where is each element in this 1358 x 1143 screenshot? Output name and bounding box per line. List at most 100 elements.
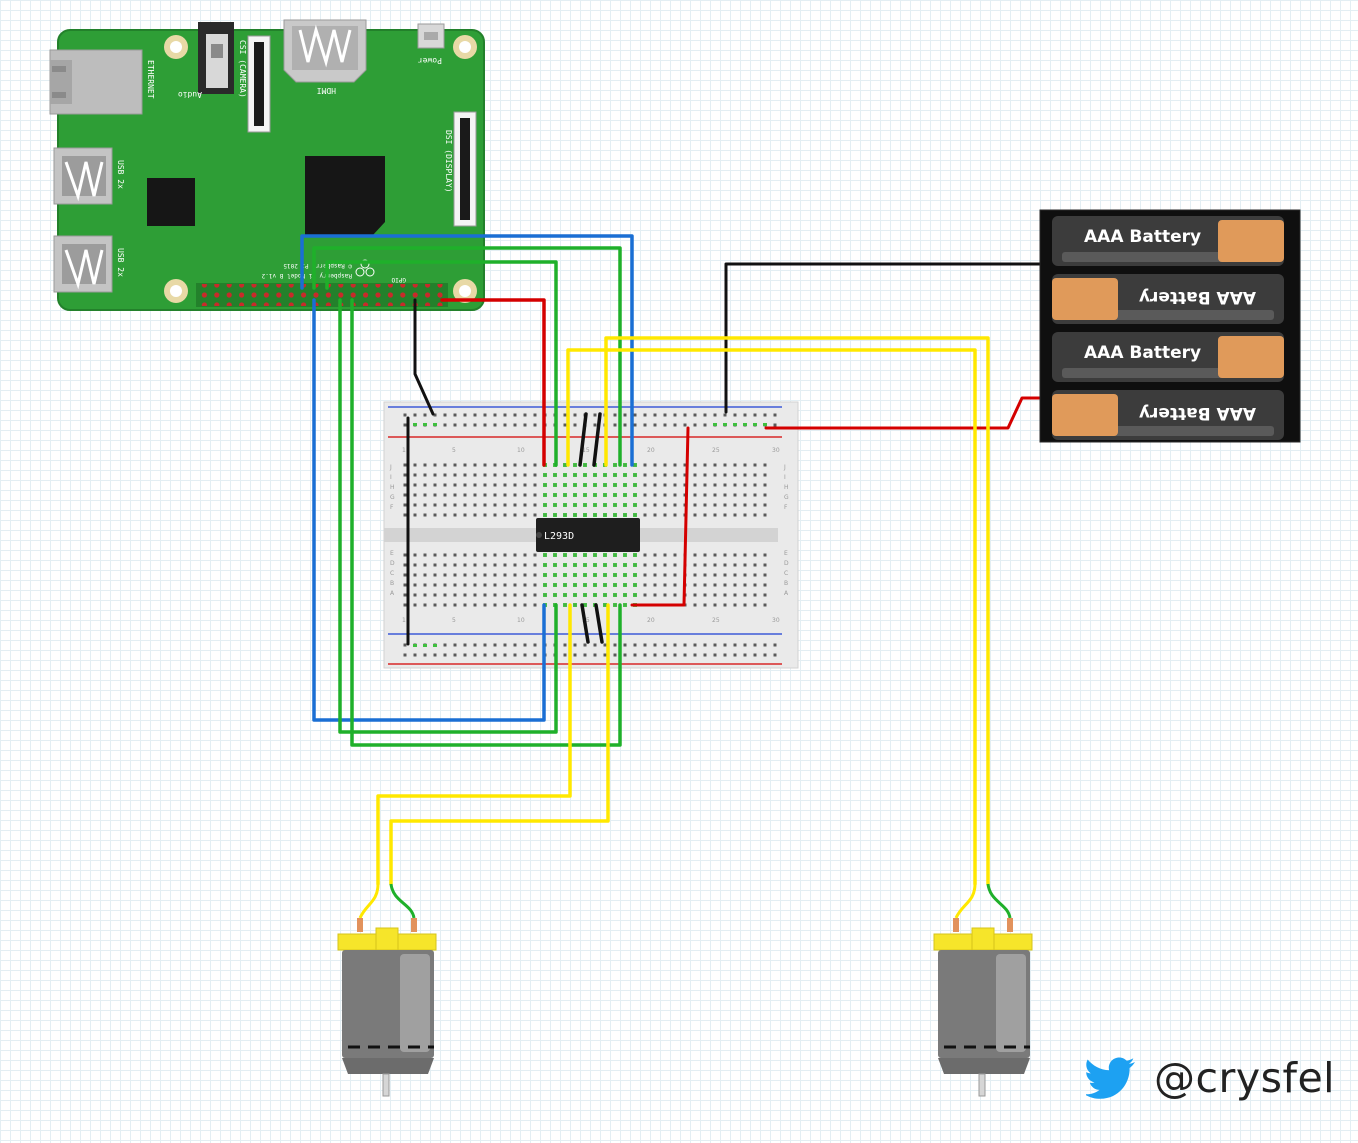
hdmi-port	[283, 19, 367, 83]
rail-connected-right	[712, 418, 772, 426]
yellow-wire-motor1-a	[376, 603, 572, 886]
row-letter: H	[390, 484, 395, 491]
column-number: 10	[517, 447, 525, 454]
hdmi-label: HDMI	[317, 86, 336, 95]
audio-label: Audio	[178, 90, 202, 99]
row-letter: A	[390, 590, 395, 597]
ethernet-port	[49, 49, 143, 115]
gpio-pins	[196, 284, 444, 306]
black-jumper-top-1	[578, 412, 588, 467]
raspberry-logo-icon	[355, 259, 375, 277]
battery-label: AAA Battery	[1084, 343, 1201, 363]
row-letter: F	[390, 504, 394, 511]
column-number: 1	[402, 617, 406, 624]
battery-label: AAA Battery	[1084, 227, 1201, 247]
battery-cell: AAA Battery	[1052, 332, 1284, 382]
row-letter: J	[783, 464, 786, 471]
black-jumper-bottom-1	[580, 603, 590, 644]
yellow-wire-motor2-a	[566, 348, 977, 886]
battery-cell: AAA Battery	[1052, 390, 1284, 440]
row-letter: F	[784, 504, 788, 511]
power-port	[417, 23, 445, 49]
dc-motor-1	[337, 883, 437, 1097]
rail-connected-left	[412, 418, 442, 426]
usb-label-2: USB 2x	[116, 248, 125, 277]
usb-port-1	[53, 147, 113, 205]
gpio-label: GPIO	[391, 276, 406, 283]
raspberry-pi-board: ETHERNET USB 2x USB 2x Audio CSI (CAM	[49, 19, 485, 311]
row-letter: D	[784, 560, 789, 567]
row-letter: D	[390, 560, 395, 567]
yellow-wire-motor2-b	[604, 336, 990, 886]
board-model-text: Raspberry Pi Model B v1.2	[261, 272, 352, 279]
blue-wire-2	[312, 298, 546, 722]
black-wire-pi-gnd	[413, 298, 435, 416]
row-letter: G	[390, 494, 395, 501]
rail-connected-left-bottom	[412, 644, 442, 652]
green-wire-2	[325, 260, 558, 467]
black-wire-battery	[724, 262, 1042, 414]
camera-connector	[247, 35, 271, 133]
dc-motor-2	[933, 883, 1033, 1097]
twitter-handle: @crysfel	[1154, 1054, 1336, 1102]
display-connector	[453, 111, 477, 227]
column-number: 30	[772, 447, 780, 454]
red-wire-battery	[764, 396, 1042, 430]
row-letter: E	[784, 550, 788, 557]
l293d-chip: L293D	[536, 518, 640, 552]
row-letter: B	[784, 580, 788, 587]
black-jumper-top-2	[592, 412, 602, 467]
camera-label: CSI (CAMERA)	[238, 40, 247, 98]
twitter-bird-icon	[1086, 1057, 1135, 1099]
green-wire-1	[312, 246, 622, 467]
row-letter: H	[784, 484, 789, 491]
black-jumper-bottom-2	[594, 603, 604, 644]
column-number: 25	[712, 617, 720, 624]
green-wire-4	[350, 298, 622, 747]
usb-port-2	[53, 235, 113, 293]
column-number: 30	[772, 617, 780, 624]
row-letter: I	[390, 474, 392, 481]
column-number: 15	[582, 447, 590, 454]
mount-holes	[164, 35, 477, 303]
row-letter: E	[390, 550, 394, 557]
row-letter: C	[784, 570, 788, 577]
soc-chip	[305, 156, 385, 236]
red-wire-pi-5v	[440, 298, 546, 467]
processor-chip	[147, 178, 195, 226]
battery-label: AAA Battery	[1139, 287, 1256, 307]
row-letter: B	[390, 580, 394, 587]
column-number: 20	[647, 447, 655, 454]
bottom-power-rail	[402, 638, 782, 658]
battery-cap	[1052, 394, 1118, 436]
battery-cap	[1218, 220, 1284, 262]
twitter-watermark[interactable]: @crysfel	[1086, 1050, 1335, 1106]
column-number: 1	[402, 447, 406, 454]
column-number: 20	[647, 617, 655, 624]
column-number: 25	[712, 447, 720, 454]
chip-label: L293D	[544, 531, 574, 542]
row-letter: C	[390, 570, 394, 577]
connected-holes-top	[538, 462, 638, 522]
row-letter: A	[784, 590, 789, 597]
audio-jack	[198, 22, 234, 94]
row-letter: I	[784, 474, 786, 481]
red-wire-chip	[630, 426, 690, 607]
battery-cap	[1218, 336, 1284, 378]
column-number: 5	[452, 447, 456, 454]
wires	[300, 234, 1042, 886]
ethernet-label: ETHERNET	[146, 60, 155, 99]
battery-cap	[1052, 278, 1118, 320]
row-letter: J	[389, 464, 392, 471]
connected-holes-bottom	[538, 548, 638, 608]
board-copyright-text: © Raspberry Pi 2015	[283, 262, 352, 269]
battery-cell: AAA Battery	[1052, 216, 1284, 266]
column-number: 5	[452, 617, 456, 624]
battery-cell: AAA Battery	[1052, 274, 1284, 324]
